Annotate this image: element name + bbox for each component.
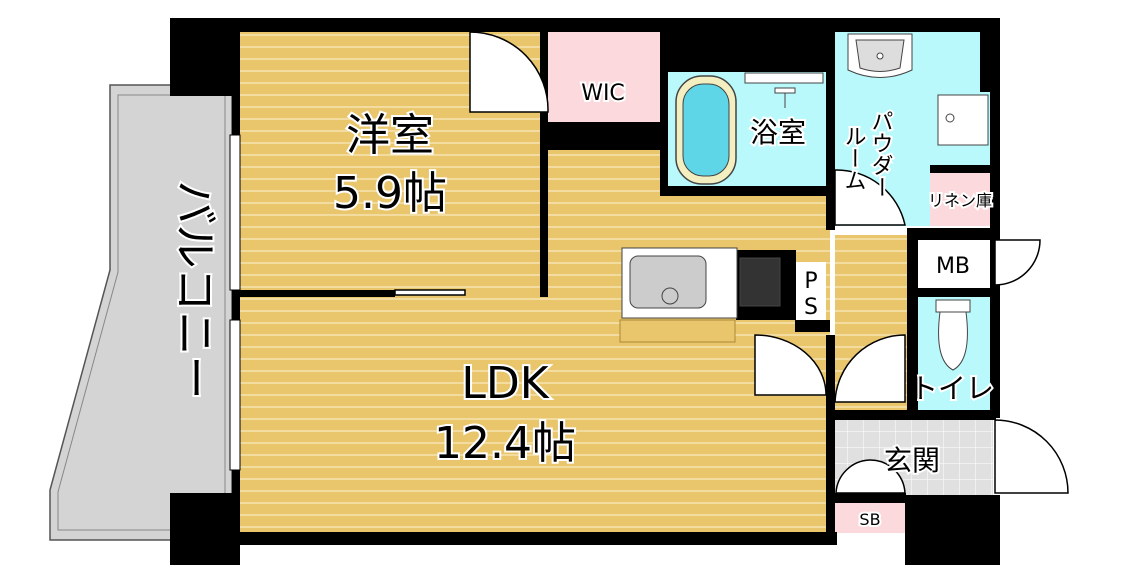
washbasin-icon xyxy=(847,33,913,78)
powder-room-label-1: パウダー xyxy=(868,110,893,198)
sb-label: SB xyxy=(859,510,880,529)
linen-closet xyxy=(930,172,990,226)
stove-icon xyxy=(739,257,781,307)
western-room-label: 洋室 xyxy=(346,110,434,161)
balcony: バルコニー xyxy=(49,84,233,541)
toilet-label: トイレ xyxy=(910,372,994,405)
windows xyxy=(229,134,241,471)
powder-room-label-2: ルーム xyxy=(841,125,866,191)
mb-label: MB xyxy=(936,254,970,279)
washing-machine-icon xyxy=(937,94,989,146)
entrance-label: 玄関 xyxy=(884,444,940,477)
linen-label: リネン庫 xyxy=(928,191,992,210)
bath-label: 浴室 xyxy=(750,116,806,149)
bath-faucet-icon xyxy=(744,72,824,108)
shoe-box xyxy=(835,503,905,533)
bathtub-icon xyxy=(675,75,737,185)
meter-box xyxy=(918,240,990,288)
ldk-label: LDK xyxy=(461,358,549,409)
svg-text:バルコニー: バルコニー xyxy=(169,180,220,399)
western-room-size: 5.9帖 xyxy=(333,168,447,219)
ps-label-p: P xyxy=(804,269,817,294)
ldk-floor xyxy=(240,294,830,532)
wic-label: WIC xyxy=(581,81,625,106)
wic xyxy=(548,32,660,124)
doors xyxy=(394,31,1069,494)
kitchen-counter xyxy=(619,247,826,343)
toilet-icon xyxy=(935,299,971,371)
ldk-size: 12.4帖 xyxy=(434,418,576,469)
balcony-label: バルコニー xyxy=(167,178,222,401)
ps-label-s: S xyxy=(804,295,818,320)
